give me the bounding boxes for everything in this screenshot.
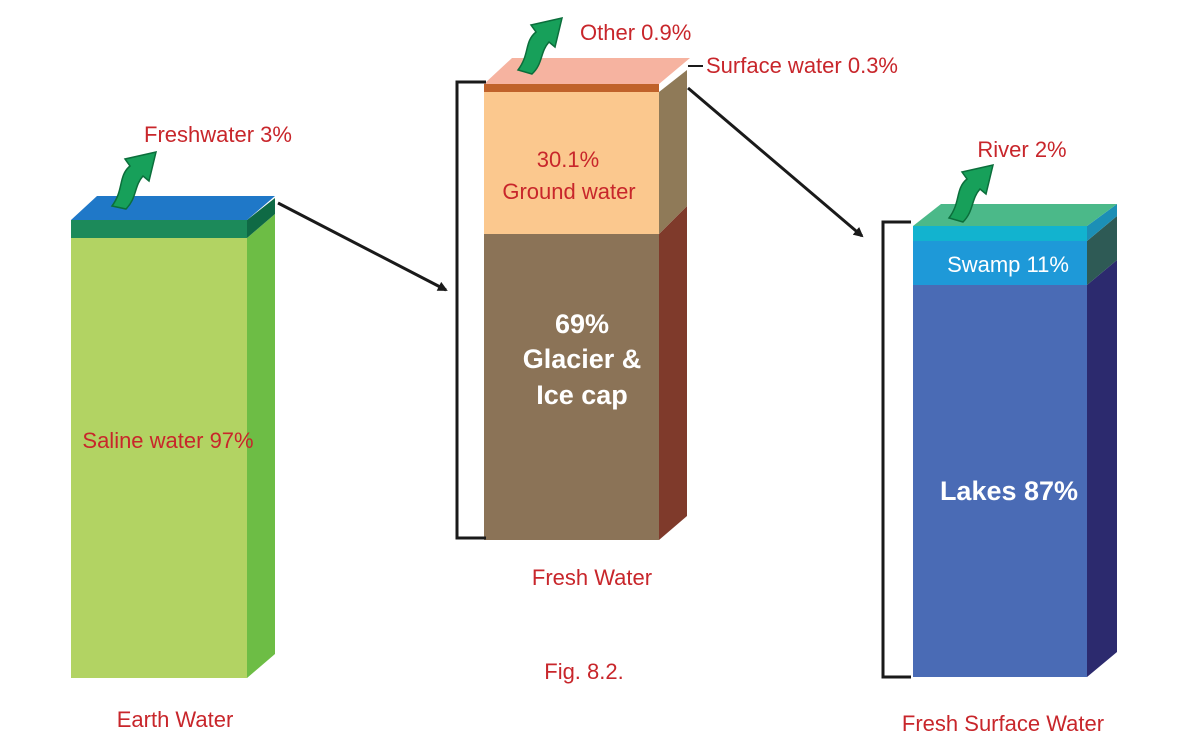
figure-caption: Fig. 8.2. bbox=[544, 659, 623, 684]
saline-water-label: Saline water 97% bbox=[82, 428, 253, 453]
fresh-water-title: Fresh Water bbox=[532, 565, 652, 590]
fresh-water-column: 30.1% Ground water 69% Glacier & Ice cap… bbox=[455, 17, 898, 590]
earth-water-column: Saline water 97% Freshwater 3% Earth Wat… bbox=[71, 122, 292, 732]
lakes-bar bbox=[913, 285, 1087, 677]
other-arrow-icon bbox=[516, 17, 564, 75]
river-side bbox=[1087, 204, 1117, 241]
swamp-bar bbox=[913, 241, 1087, 285]
swamp-label: Swamp 11% bbox=[947, 252, 1069, 277]
lakes-side bbox=[1087, 260, 1117, 677]
freshwater-band-side bbox=[247, 198, 275, 238]
glacier-side bbox=[659, 206, 687, 540]
earth-water-title: Earth Water bbox=[117, 707, 234, 732]
groundwater-value-text: 30.1% bbox=[537, 147, 599, 172]
glacier-name-line1: Glacier & bbox=[523, 344, 642, 374]
glacier-label: 69% Glacier & Ice cap bbox=[523, 309, 642, 410]
river-label: River 2% bbox=[977, 137, 1066, 162]
river-bar bbox=[913, 226, 1087, 241]
groundwater-label: 30.1% Ground water bbox=[502, 147, 635, 204]
fresh-surface-water-column: Swamp 11% Lakes 87% River 2% Fresh Surfa… bbox=[881, 137, 1117, 736]
fresh-water-bracket bbox=[455, 80, 486, 540]
fresh-surface-water-top bbox=[913, 204, 1117, 226]
connector-arrow-icon bbox=[277, 201, 448, 292]
river-arrow-icon bbox=[947, 164, 995, 223]
swamp-side bbox=[1087, 216, 1117, 285]
earth-water-top bbox=[71, 196, 275, 220]
fresh-surface-water-bracket bbox=[881, 220, 911, 679]
fresh-water-top bbox=[484, 58, 690, 84]
glacier-bar bbox=[484, 234, 659, 540]
freshwater-band-bar bbox=[71, 220, 247, 238]
other-label: Other 0.9% bbox=[580, 20, 691, 45]
lakes-label: Lakes 87% bbox=[940, 476, 1078, 506]
groundwater-name-text: Ground water bbox=[502, 179, 635, 204]
fresh-surface-water-title: Fresh Surface Water bbox=[902, 711, 1104, 736]
connector-arrow-icon bbox=[687, 86, 864, 238]
surface-water-band bbox=[484, 84, 659, 92]
glacier-value-text: 69% bbox=[555, 309, 609, 339]
freshwater-label: Freshwater 3% bbox=[144, 122, 292, 147]
saline-water-bar bbox=[71, 238, 247, 678]
glacier-name-line2: Ice cap bbox=[536, 380, 628, 410]
surface-water-label: Surface water 0.3% bbox=[706, 53, 898, 78]
freshwater-arrow-icon bbox=[110, 151, 158, 210]
groundwater-bar bbox=[484, 92, 659, 234]
groundwater-side bbox=[659, 70, 687, 234]
saline-water-side bbox=[247, 214, 275, 678]
